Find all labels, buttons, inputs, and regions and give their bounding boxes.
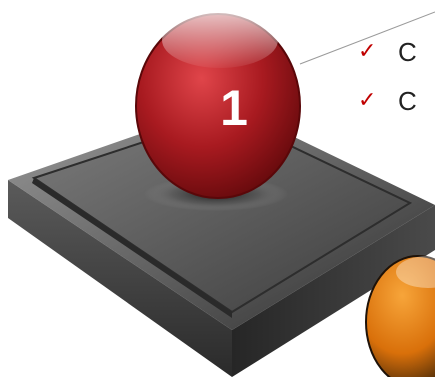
ball-highlight [162,12,278,68]
step-number: 1 [214,78,254,138]
check-icon: ✓ [358,87,398,115]
check-item: ✓ C [358,38,417,87]
check-item-text: C [398,38,417,66]
check-item: ✓ C [358,87,417,136]
check-item-text: C [398,87,417,115]
check-icon: ✓ [358,38,398,66]
check-list: ✓ C ✓ C [358,38,417,136]
